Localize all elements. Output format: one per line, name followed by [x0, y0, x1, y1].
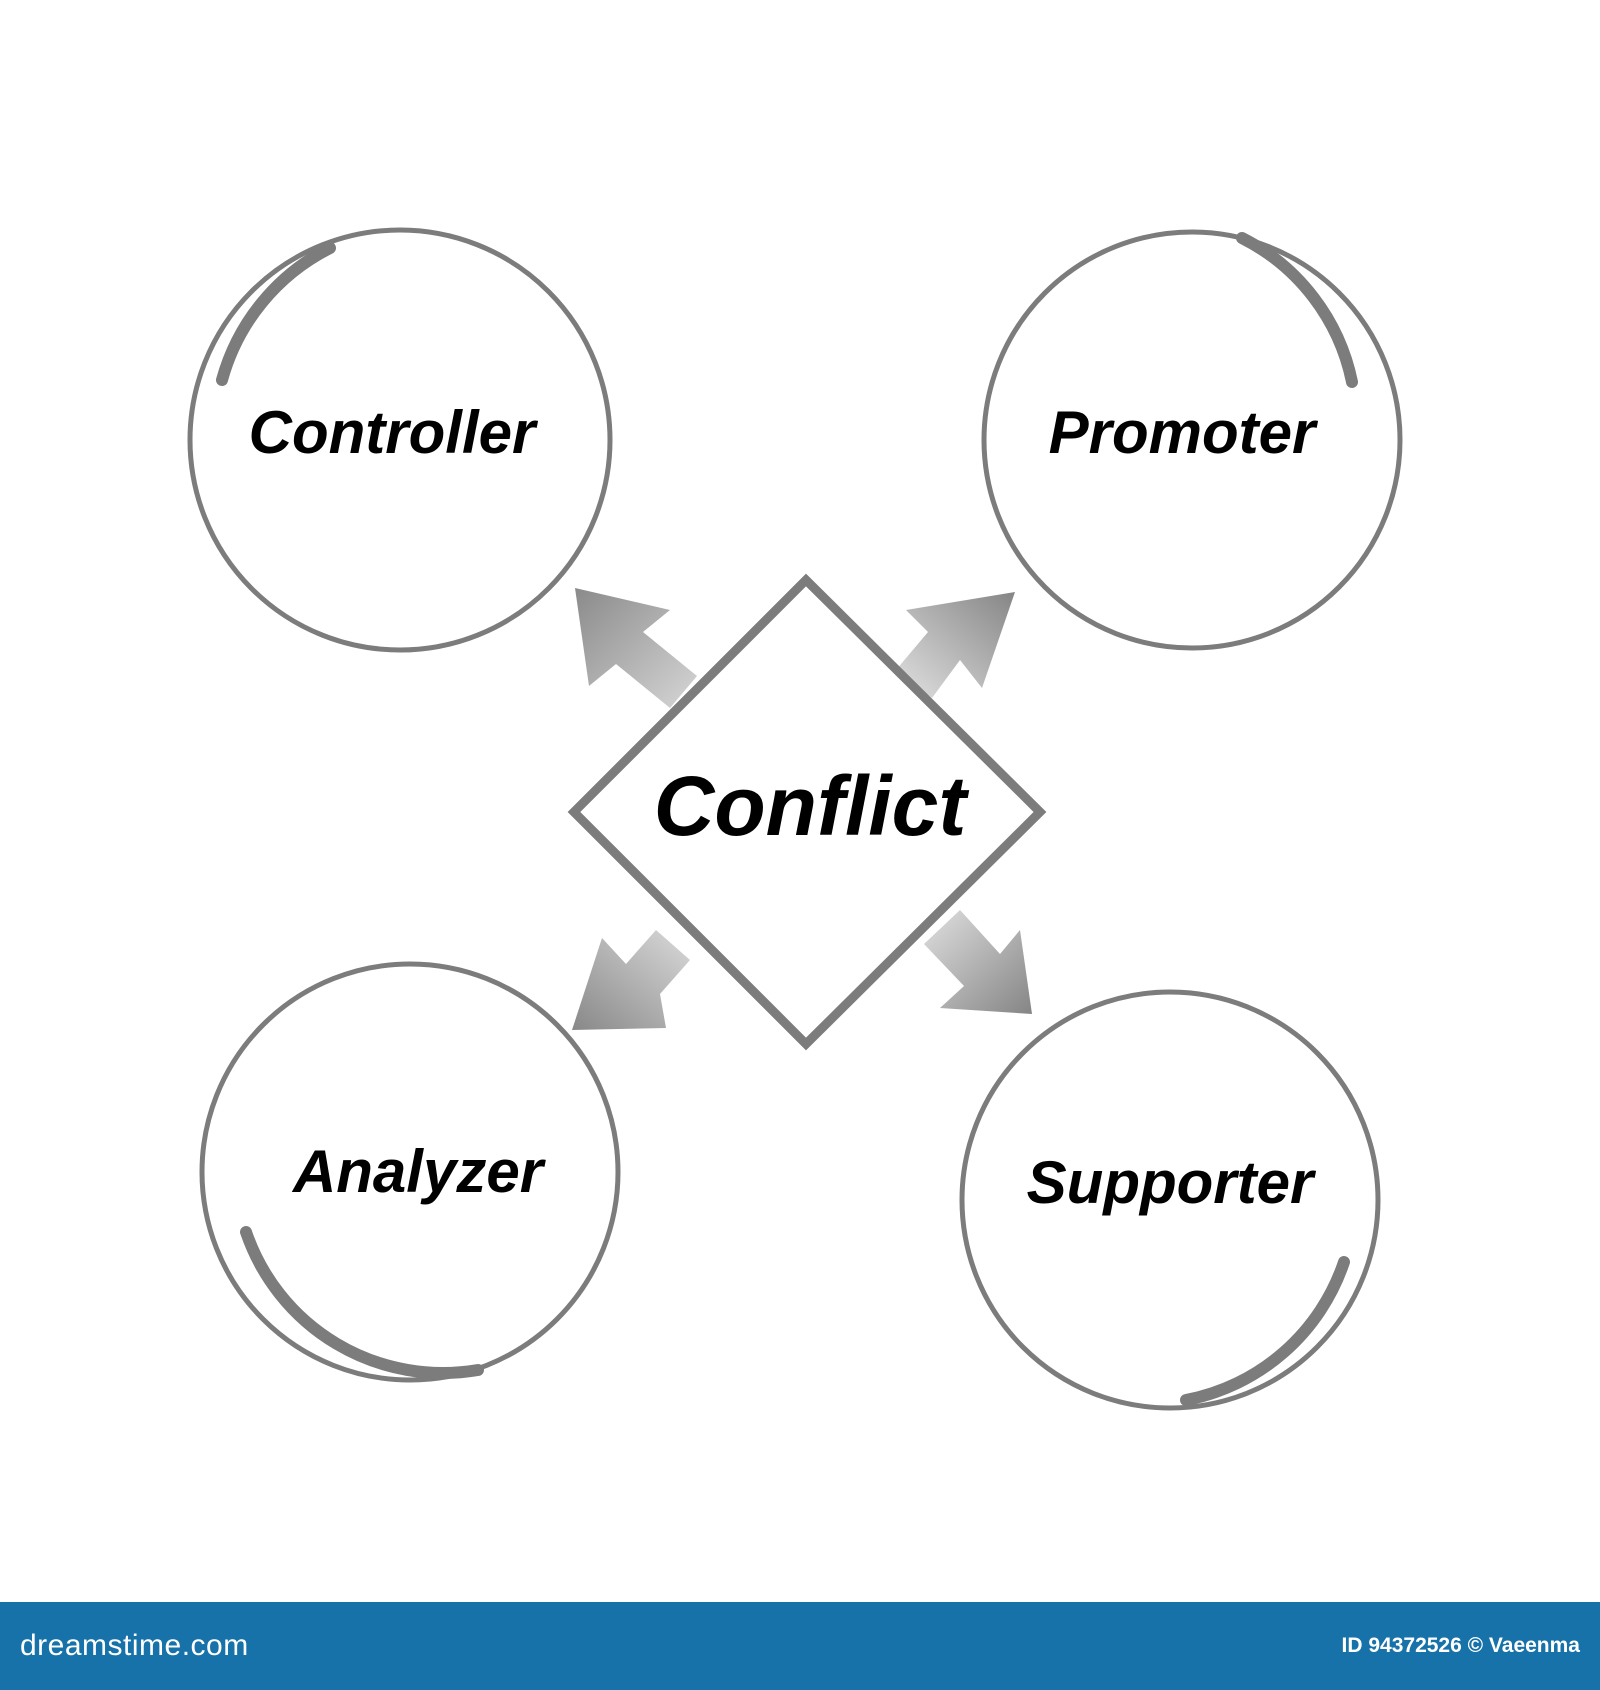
promoter-label: Promoter [1049, 399, 1319, 466]
analyzer-node: Analyzer [199, 961, 621, 1383]
controller-ring-accent [216, 242, 336, 386]
controller-label: Controller [249, 399, 539, 466]
promoter-ring [981, 229, 1403, 651]
image-credit: ID 94372526 © Vaeenma [1341, 1634, 1580, 1657]
analyzer-ring-accent [240, 1226, 484, 1379]
supporter-label: Supporter [1027, 1149, 1317, 1216]
footer-bar: dreamstime.com ID 94372526 © Vaeenma [0, 1602, 1600, 1690]
supporter-ring [959, 989, 1381, 1411]
analyzer-label: Analyzer [291, 1138, 547, 1205]
analyzer-ring [199, 961, 621, 1383]
center-node: Conflict [567, 573, 1047, 1051]
controller-node: Controller [187, 227, 613, 653]
supporter-node: Supporter [959, 989, 1381, 1411]
controller-ring [187, 227, 613, 653]
arrow-to-supporter [924, 910, 1032, 1014]
conflict-roles-diagram: Controller Promoter Analyzer Supporter C… [187, 227, 1403, 1411]
center-label: Conflict [654, 759, 970, 853]
center-diamond [567, 573, 1047, 1051]
arrow-to-analyzer [572, 930, 690, 1030]
promoter-ring-accent [1236, 232, 1358, 388]
arrow-to-controller [575, 588, 697, 708]
brand-wordmark: dreamstime.com [20, 1629, 249, 1662]
arrow-to-promoter [896, 592, 1015, 698]
promoter-node: Promoter [981, 229, 1403, 651]
supporter-ring-accent [1180, 1256, 1350, 1406]
